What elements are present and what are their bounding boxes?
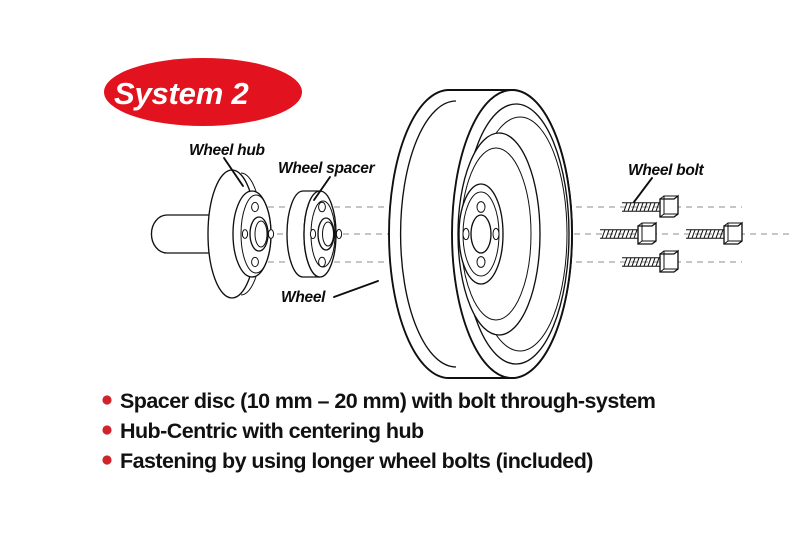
leader-wheel-spacer (313, 176, 331, 201)
feature-bullet-list: Spacer disc (10 mm – 20 mm) with bolt th… (102, 389, 656, 473)
wheel-bolt-hole-right (493, 228, 499, 239)
wheel-bolt-hole-left (463, 228, 469, 239)
wheel-hub-part (151, 170, 273, 298)
wheel-bolt-hole-top (477, 202, 485, 213)
label-wheel-spacer: Wheel spacer (278, 160, 376, 177)
wheel-bolt-3 (621, 250, 679, 273)
label-wheel-hub: Wheel hub (189, 142, 265, 159)
hub-bolt-hole-left (242, 230, 247, 239)
wheel-bolt-4 (685, 222, 743, 245)
wheel-bolt-hole-bottom (477, 257, 485, 268)
wheel-center-bore (471, 215, 491, 253)
spacer-centering-bore-inner (323, 222, 334, 246)
bullet-marker-1 (102, 395, 112, 405)
system-badge-ellipse (104, 58, 302, 126)
bullet-item-1: Spacer disc (10 mm – 20 mm) with bolt th… (120, 389, 655, 413)
hub-bolt-hole-bottom (252, 257, 259, 266)
bullet-marker-2 (102, 425, 112, 435)
spacer-bolt-hole-left (310, 229, 315, 238)
bullet-item-3: Fastening by using longer wheel bolts (i… (120, 449, 593, 473)
hub-pilot-ring-inner (255, 221, 267, 247)
wheel-bolt-1 (621, 195, 679, 218)
leader-wheel-bolt (633, 177, 653, 203)
spacer-bolt-hole-top (319, 202, 326, 212)
tire-sidewall-left-inner (401, 101, 456, 367)
system-badge-label: System 2 (114, 76, 249, 111)
bullet-item-2: Hub-Centric with centering hub (120, 419, 424, 443)
spacer-bolt-hole-bottom (319, 257, 326, 267)
wheel-part (389, 90, 572, 378)
hub-bolt-hole-top (252, 202, 259, 211)
leader-wheel (333, 280, 379, 298)
leader-lines (223, 157, 653, 298)
hub-bolt-hole-right (268, 230, 273, 239)
wheel-spacer-part (287, 191, 342, 277)
label-wheel: Wheel (281, 289, 326, 306)
spacer-bolt-hole-right (336, 229, 341, 238)
label-wheel-bolt: Wheel bolt (628, 162, 704, 179)
bullet-marker-3 (102, 455, 112, 465)
hub-axle-shaft (151, 215, 212, 253)
system-badge: System 2 (104, 58, 302, 126)
leader-wheel-hub (223, 157, 244, 187)
